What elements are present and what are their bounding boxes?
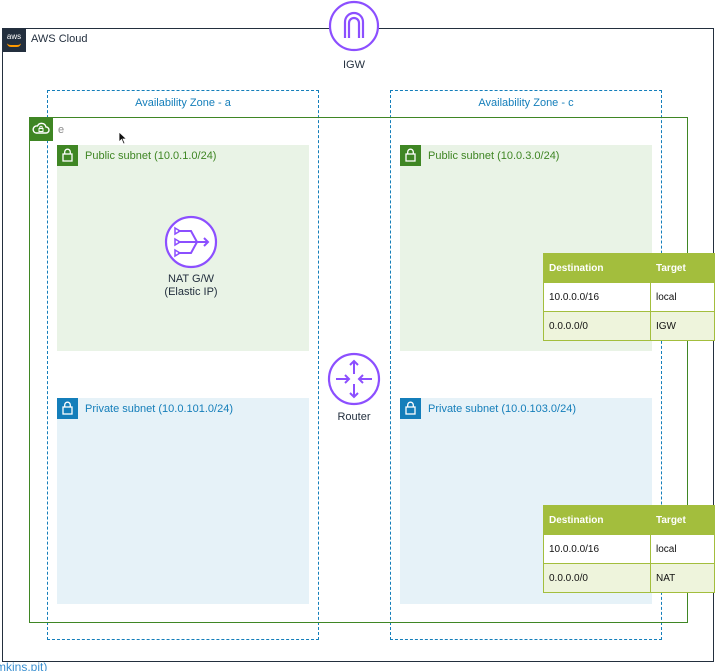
private-subnet-lock-icon — [400, 398, 421, 419]
availability-zone-a — [47, 90, 319, 640]
public-subnet-lock-icon — [57, 145, 78, 166]
public-route-table: Destination Target 10.0.0.0/16 local 0.0… — [543, 253, 715, 341]
aws-logo-text: aws — [6, 32, 22, 41]
route-table-header-target: Target — [650, 505, 715, 535]
public-subnet-a-title: Public subnet (10.0.1.0/24) — [85, 150, 217, 162]
availability-zone-c — [390, 90, 662, 640]
route-destination: 0.0.0.0/0 — [543, 563, 651, 593]
route-table-header-destination: Destination — [543, 253, 651, 283]
route-table-header-destination: Destination — [543, 505, 651, 535]
table-row: 10.0.0.0/16 local — [543, 534, 715, 564]
route-target: IGW — [650, 311, 715, 341]
route-destination: 0.0.0.0/0 — [543, 311, 651, 341]
route-table-header-target: Target — [650, 253, 715, 283]
table-row: 0.0.0.0/0 NAT — [543, 563, 715, 593]
nat-label-line2: (Elastic IP) — [164, 286, 218, 298]
az-c-title: Availability Zone - c — [478, 97, 574, 109]
router-icon — [327, 352, 381, 406]
route-destination: 10.0.0.0/16 — [543, 282, 651, 312]
router-label: Router — [337, 411, 371, 423]
aws-cloud-title: AWS Cloud — [31, 33, 88, 45]
private-subnet-a — [57, 398, 309, 604]
az-a-title: Availability Zone - a — [135, 97, 231, 109]
nat-label: NAT G/W (Elastic IP) — [117, 273, 265, 299]
mouse-cursor-icon — [118, 131, 128, 145]
nat-label-line1: NAT G/W — [167, 273, 215, 285]
vpc-group — [29, 117, 688, 623]
route-target: NAT — [650, 563, 715, 593]
route-destination: 10.0.0.0/16 — [543, 534, 651, 564]
private-subnet-lock-icon — [57, 398, 78, 419]
internet-gateway-icon — [328, 0, 380, 52]
aws-logo-icon: aws — [2, 28, 26, 52]
public-subnet-lock-icon — [400, 145, 421, 166]
bottom-link[interactable]: mkins.pit) — [0, 660, 48, 671]
route-target: local — [650, 534, 715, 564]
private-route-table: Destination Target 10.0.0.0/16 local 0.0… — [543, 505, 715, 593]
vpc-cloud-icon — [29, 117, 53, 141]
route-target: local — [650, 282, 715, 312]
table-row: 10.0.0.0/16 local — [543, 282, 715, 312]
vpc-title: e — [58, 124, 65, 136]
private-subnet-a-title: Private subnet (10.0.101.0/24) — [85, 403, 233, 415]
nat-gateway-icon — [164, 215, 218, 269]
private-subnet-c-title: Private subnet (10.0.103.0/24) — [428, 403, 576, 415]
public-subnet-c-title: Public subnet (10.0.3.0/24) — [428, 150, 560, 162]
table-row: 0.0.0.0/0 IGW — [543, 311, 715, 341]
igw-label: IGW — [343, 59, 365, 71]
